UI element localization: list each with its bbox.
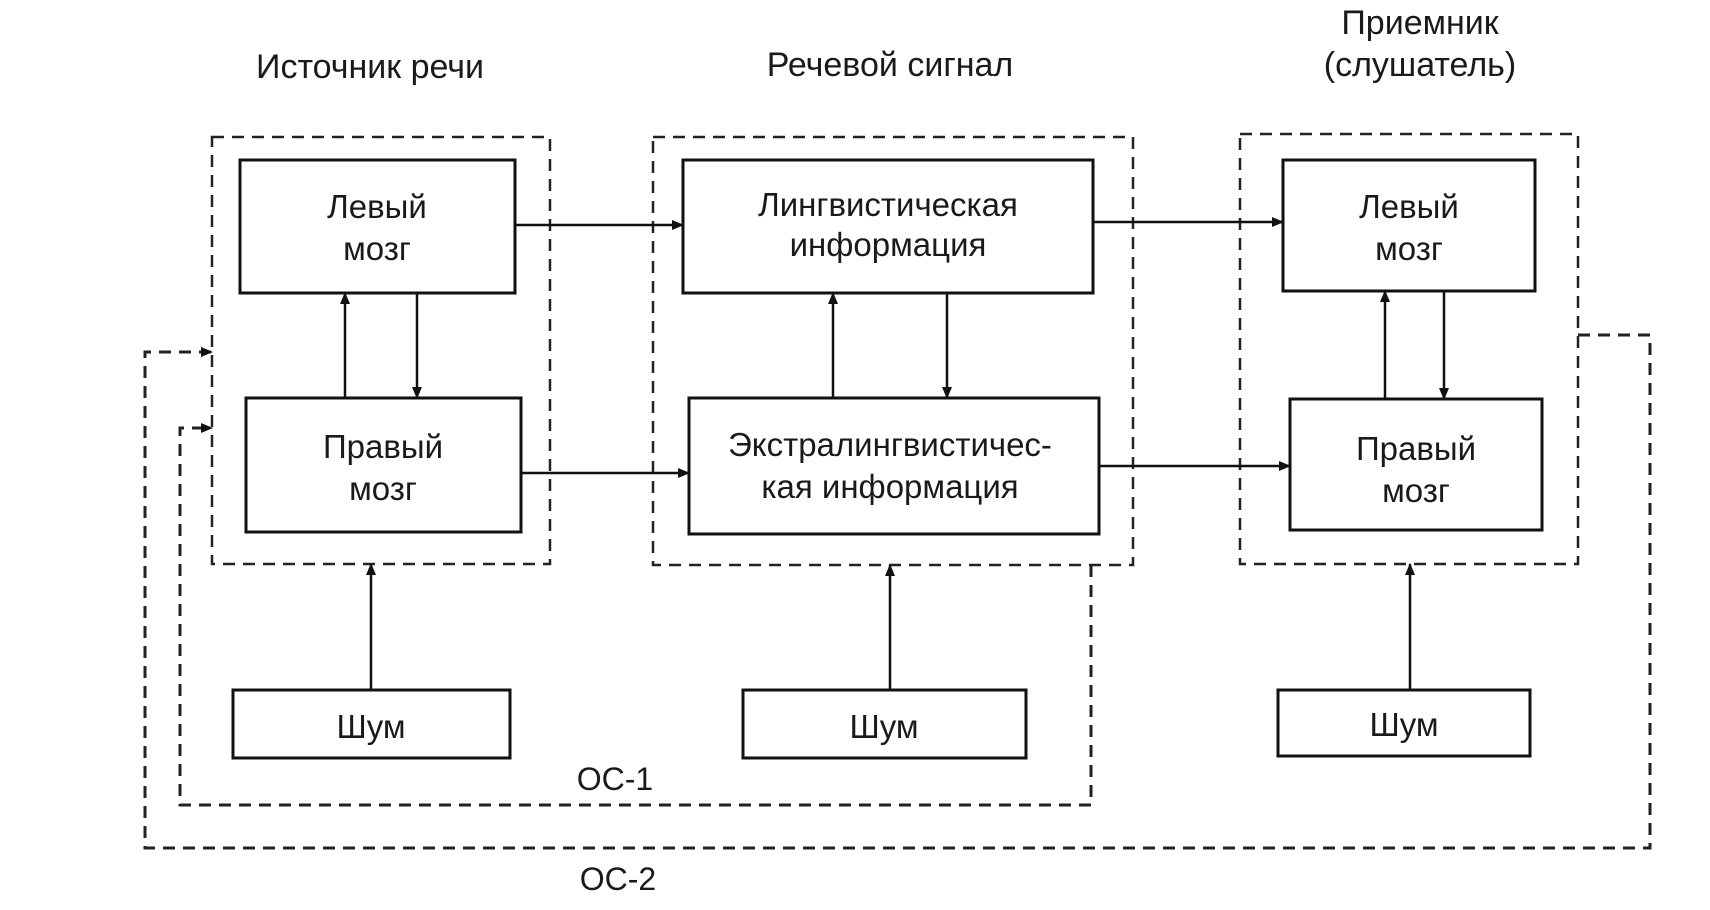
source-left-brain-line1: Левый [327,188,427,225]
source-group-frame [210,135,552,566]
receiver-right-brain-box: Правый мозг [1288,397,1544,532]
feedback-oc2-label: ОС-2 [580,861,656,897]
receiver-left-brain-line1: Левый [1359,188,1459,225]
receiver-left-brain-line2: мозг [1375,230,1443,267]
extralinguistic-info-box: Экстралингвистичес- кая информация [687,396,1101,536]
source-right-brain-line2: мозг [349,470,417,507]
source-left-brain-line2: мозг [343,230,411,267]
header-source: Источник речи [256,48,484,86]
header-receiver-line1: Приемник [1341,4,1499,42]
signal-noise-box: Шум [741,688,1028,760]
receiver-left-brain-box: Левый мозг [1281,158,1537,293]
receiver-noise-label: Шум [1369,706,1438,743]
linguistic-info-line2: информация [790,226,987,263]
feedback-oc1-label: ОС-1 [577,761,653,797]
receiver-right-brain-line1: Правый [1356,430,1476,467]
header-receiver-line2: (слушатель) [1324,46,1516,84]
linguistic-info-box: Лингвистическая информация [681,158,1095,295]
extralinguistic-info-line2: кая информация [761,468,1018,505]
extralinguistic-info-line1: Экстралингвистичес- [728,426,1052,463]
receiver-group-frame [1238,132,1580,566]
receiver-noise-box: Шум [1276,688,1532,758]
feedback-oc2-line [143,333,1652,850]
feedback-oc1-line [178,423,1093,807]
receiver-right-brain-line2: мозг [1382,472,1450,509]
signal-noise-label: Шум [849,708,918,745]
source-left-brain-box: Левый мозг [238,158,517,295]
source-right-brain-box: Правый мозг [244,396,523,534]
source-right-brain-line1: Правый [323,428,443,465]
header-signal: Речевой сигнал [767,46,1014,84]
linguistic-info-line1: Лингвистическая [758,186,1018,223]
source-noise-label: Шум [336,708,405,745]
source-noise-box: Шум [231,688,512,760]
